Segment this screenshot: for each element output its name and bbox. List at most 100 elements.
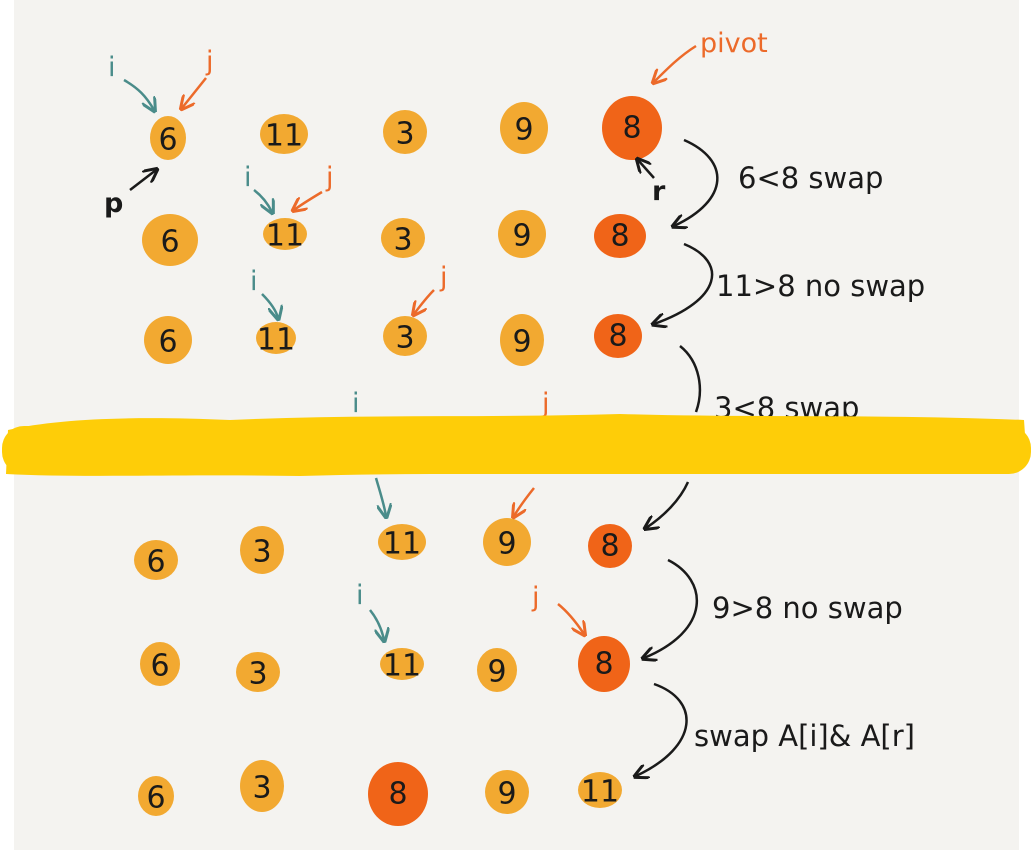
element-circle bbox=[485, 770, 529, 814]
i-label: i bbox=[352, 388, 360, 419]
pivot-value: 8 bbox=[594, 647, 613, 682]
pivot-circle bbox=[588, 524, 632, 568]
step-arrow bbox=[679, 345, 702, 413]
array-row-6: 6 3 11 9 8 bbox=[140, 636, 630, 692]
element-value: 6 bbox=[160, 225, 179, 260]
element-circle bbox=[378, 524, 426, 560]
i-arrow bbox=[253, 189, 272, 212]
element-circle bbox=[260, 114, 308, 154]
element-circle bbox=[144, 316, 192, 364]
j-label: j bbox=[541, 388, 550, 419]
element-circle bbox=[256, 322, 296, 354]
element-value: 3 bbox=[395, 117, 414, 152]
pivot-circle bbox=[368, 762, 428, 826]
j-label: j bbox=[205, 46, 214, 77]
i-label: i bbox=[250, 266, 258, 297]
pivot-circle bbox=[594, 214, 646, 258]
element-value: 11 bbox=[257, 323, 295, 358]
element-circle bbox=[500, 314, 544, 366]
step-note: 9>8 no swap bbox=[712, 591, 903, 625]
element-circle bbox=[142, 214, 198, 266]
pivot-value: 8 bbox=[600, 529, 619, 564]
element-circle bbox=[240, 760, 284, 812]
step-note: 6<8 swap bbox=[738, 161, 883, 195]
element-value: 3 bbox=[252, 771, 271, 806]
array-row-2: 6 11 3 9 8 bbox=[142, 210, 646, 266]
element-circle bbox=[134, 540, 178, 580]
element-value: 9 bbox=[497, 527, 516, 562]
element-value: 9 bbox=[512, 219, 531, 254]
element-circle bbox=[381, 218, 425, 258]
element-value: 9 bbox=[497, 777, 516, 812]
step-arrow bbox=[654, 242, 714, 324]
element-circle bbox=[383, 316, 427, 356]
element-value: 3 bbox=[395, 321, 414, 356]
p-arrow bbox=[129, 170, 156, 191]
element-circle bbox=[138, 776, 174, 816]
element-value: 6 bbox=[146, 545, 165, 580]
j-arrow bbox=[557, 603, 584, 634]
element-circle bbox=[483, 518, 531, 566]
pivot-label: pivot bbox=[700, 28, 768, 59]
pivot-value: 8 bbox=[388, 777, 407, 812]
step-arrow bbox=[644, 558, 699, 658]
element-value: 9 bbox=[487, 655, 506, 690]
element-value: 9 bbox=[512, 325, 531, 360]
element-circle bbox=[498, 210, 546, 258]
r-arrow bbox=[638, 160, 655, 179]
array-row-1: 6 11 3 9 8 bbox=[150, 96, 662, 160]
i-label: i bbox=[356, 580, 364, 611]
i-arrow bbox=[123, 78, 154, 110]
element-circle bbox=[263, 218, 307, 250]
pivot-circle bbox=[602, 96, 662, 160]
element-value: 11 bbox=[265, 119, 303, 154]
array-row-5: 6 3 11 9 8 bbox=[134, 518, 632, 580]
p-label: p bbox=[104, 188, 123, 219]
element-circle bbox=[240, 526, 284, 574]
r-label: r bbox=[652, 176, 666, 207]
element-circle bbox=[477, 648, 517, 692]
step-arrow bbox=[674, 138, 719, 226]
element-value: 6 bbox=[150, 649, 169, 684]
element-value: 11 bbox=[383, 527, 421, 562]
pivot-value: 8 bbox=[608, 319, 627, 354]
element-value: 6 bbox=[158, 325, 177, 360]
step-arrow bbox=[636, 682, 688, 776]
i-arrow bbox=[374, 477, 386, 516]
i-label: i bbox=[244, 162, 252, 193]
j-arrow bbox=[414, 289, 435, 314]
j-label: j bbox=[531, 582, 540, 613]
pivot-arrow bbox=[654, 44, 697, 82]
step-arrow bbox=[646, 481, 690, 528]
element-circle bbox=[236, 652, 280, 692]
j-label: j bbox=[439, 262, 448, 293]
j-arrow bbox=[294, 190, 323, 210]
element-value: 3 bbox=[393, 223, 412, 258]
element-value: 11 bbox=[581, 775, 619, 810]
pivot-value: 8 bbox=[622, 111, 641, 146]
i-arrow bbox=[369, 609, 384, 640]
element-circle bbox=[140, 642, 180, 686]
element-value: 6 bbox=[158, 123, 177, 158]
element-circle bbox=[383, 110, 427, 154]
element-circle bbox=[380, 648, 424, 680]
pivot-value: 8 bbox=[610, 219, 629, 254]
element-value: 9 bbox=[514, 113, 533, 148]
element-value: 3 bbox=[248, 657, 267, 692]
element-circle bbox=[150, 116, 186, 160]
i-arrow bbox=[261, 293, 278, 318]
j-label: j bbox=[325, 162, 334, 193]
step-note: 11>8 no swap bbox=[716, 269, 925, 303]
i-label: i bbox=[108, 52, 116, 83]
j-arrow bbox=[182, 77, 207, 108]
step-note: swap A[i]& A[r] bbox=[694, 719, 915, 753]
element-value: 11 bbox=[266, 219, 304, 254]
element-circle bbox=[578, 772, 622, 808]
array-row-7: 6 3 8 9 11 bbox=[138, 760, 622, 826]
element-value: 11 bbox=[383, 649, 421, 684]
element-value: 6 bbox=[146, 781, 165, 816]
element-circle bbox=[500, 102, 548, 154]
element-value: 3 bbox=[252, 535, 271, 570]
array-row-3: 6 11 3 9 8 bbox=[144, 314, 642, 366]
